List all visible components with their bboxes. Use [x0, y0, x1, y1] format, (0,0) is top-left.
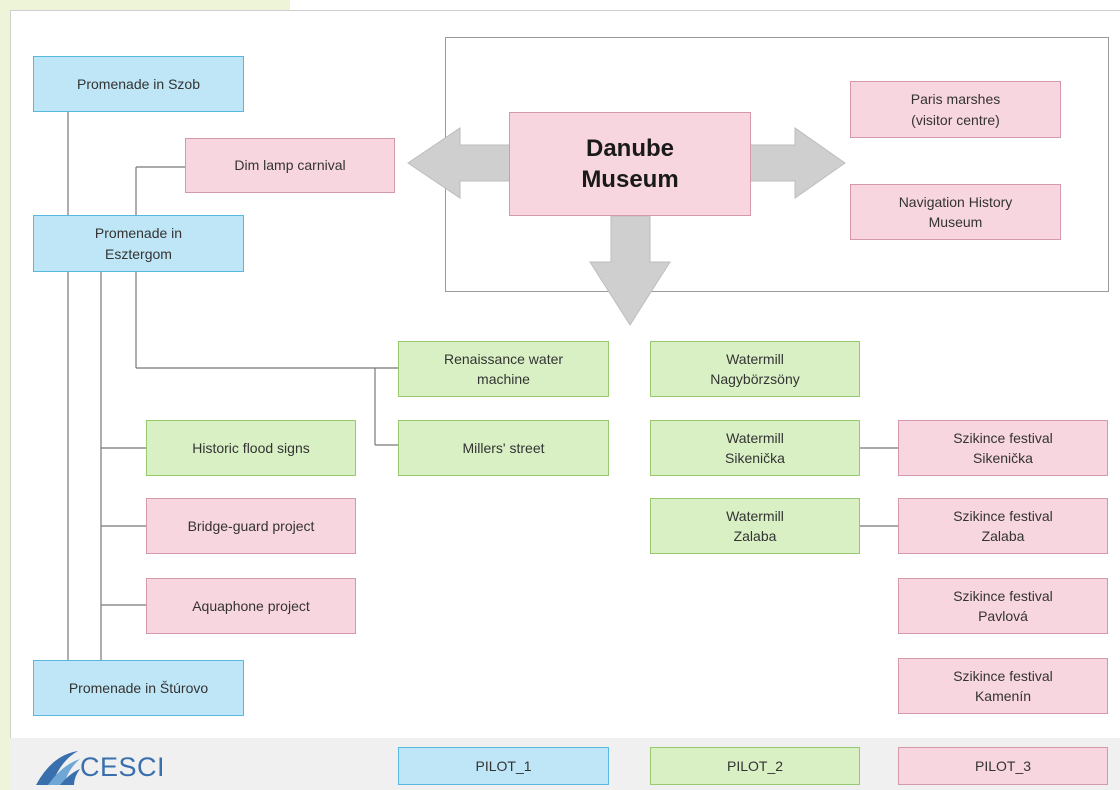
- arrow-right-icon: [749, 127, 846, 199]
- historic-flood-signs-box: Historic flood signs: [146, 420, 356, 476]
- cesci-logo-icon: [36, 751, 80, 785]
- festival-sikenicka-box: Szikince festival Sikenička: [898, 420, 1108, 476]
- watermill-sikenicka-box: Watermill Sikenička: [650, 420, 860, 476]
- promenade-szob-box: Promenade in Szob: [33, 56, 244, 112]
- festival-pavlova-box: Szikince festival Pavlová: [898, 578, 1108, 634]
- promenade-esztergom-box: Promenade in Esztergom: [33, 215, 244, 272]
- festival-zalaba-box: Szikince festival Zalaba: [898, 498, 1108, 554]
- paris-marshes-box: Paris marshes (visitor centre): [850, 81, 1061, 138]
- watermill-nagyborzsony-box: Watermill Nagybörzsöny: [650, 341, 860, 397]
- dim-lamp-carnival-box: Dim lamp carnival: [185, 138, 395, 193]
- navigation-history-museum-box: Navigation History Museum: [850, 184, 1061, 240]
- legend-pilot3: PILOT_3: [898, 747, 1108, 785]
- aquaphone-project-box: Aquaphone project: [146, 578, 356, 634]
- danube-museum-box: Danube Museum: [509, 112, 751, 216]
- arrow-down-icon: [589, 215, 671, 326]
- arrow-left-icon: [407, 127, 511, 199]
- promenade-sturovo-box: Promenade in Štúrovo: [33, 660, 244, 716]
- legend-pilot2: PILOT_2: [650, 747, 860, 785]
- cesci-logo-text: CESCI: [80, 752, 166, 782]
- watermill-zalaba-box: Watermill Zalaba: [650, 498, 860, 554]
- millers-street-box: Millers' street: [398, 420, 609, 476]
- renaissance-water-machine-box: Renaissance water machine: [398, 341, 609, 397]
- legend-pilot1: PILOT_1: [398, 747, 609, 785]
- bridge-guard-project-box: Bridge-guard project: [146, 498, 356, 554]
- festival-kamenin-box: Szikince festival Kamenín: [898, 658, 1108, 714]
